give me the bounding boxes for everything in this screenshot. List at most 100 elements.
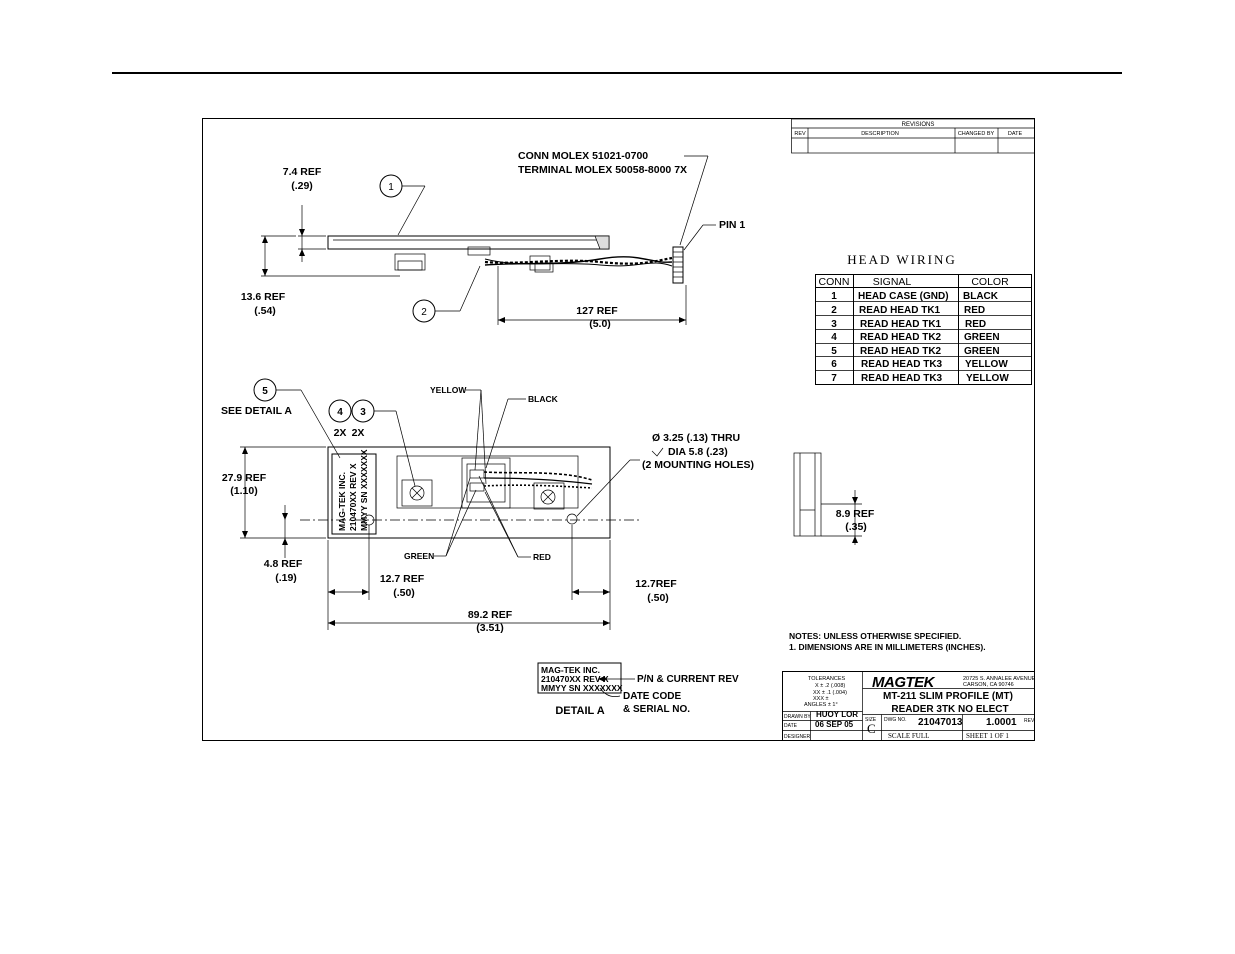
twisted-cable (484, 256, 673, 265)
dwg-no-value: 21047013 (918, 717, 963, 728)
date-label: DATE (784, 723, 798, 729)
drawing-title-2: READER 3TK NO ELECT (891, 704, 1008, 715)
wiring-row-signal: READ HEAD TK3 (861, 359, 943, 370)
head-wiring-table: HEAD WIRING CONN SIGNAL COLOR 1 HEAD CAS… (815, 252, 1032, 385)
balloon-3-label: 3 (360, 407, 366, 418)
wire-red-label: RED (533, 552, 551, 562)
detail-line-1: MAG-TEK INC. (541, 665, 600, 675)
wiring-row-conn: 5 (831, 346, 837, 357)
detail-a: MAG-TEK INC. 210470XX REV X MMYY SN XXXX… (537, 662, 739, 717)
dim-127-inch: (5.0) (589, 318, 611, 330)
serial-label (331, 453, 377, 535)
drawing-border (202, 118, 1035, 741)
wiring-header-signal: SIGNAL (873, 276, 912, 288)
wiring-row-conn: 6 (831, 359, 837, 370)
dim-8-9-ref: 8.9 REF (836, 508, 875, 520)
title-block: TOLERANCES X ± .2 (.008) XX ± .1 (.004) … (782, 671, 1036, 741)
dim-27-9-ref: 27.9 REF (222, 472, 267, 484)
page-header-rule (112, 72, 1122, 74)
dim-4-8-ref: 4.8 REF (264, 558, 303, 570)
wire-black-label: BLACK (528, 394, 559, 404)
dim-127-ref: 127 REF (576, 305, 618, 317)
dwg-no-label: DWG NO. (884, 717, 907, 723)
wiring-row-conn: 2 (831, 305, 837, 316)
designer-label: DESIGNER (784, 734, 811, 740)
tolerances-label: TOLERANCES (808, 676, 846, 682)
head-wiring-title: HEAD WIRING (847, 252, 957, 267)
dim-7-4-ref: 7.4 REF (283, 166, 322, 178)
screw-left (409, 485, 425, 501)
dim-27-9-inch: (1.10) (230, 485, 257, 497)
dim-13-6-ref: 13.6 REF (241, 291, 286, 303)
mounting-plate (327, 446, 611, 539)
dim-12-7-left-inch: (.50) (393, 587, 415, 599)
revisions-title: REVISIONS (902, 122, 935, 128)
revisions-col-rev: REV (794, 131, 806, 137)
connector-note-1: CONN MOLEX 51021-0700 (518, 150, 648, 162)
wiring-row-color: YELLOW (966, 373, 1009, 384)
wiring-row-conn: 3 (831, 319, 837, 330)
size-value: C (867, 721, 876, 736)
balloon-2-label: 2 (421, 307, 427, 318)
mounting-hole-right (566, 513, 578, 525)
wiring-row-signal: READ HEAD TK1 (860, 319, 942, 330)
notes-line-2: 1. DIMENSIONS ARE IN MILLIMETERS (INCHES… (789, 642, 986, 652)
revisions-col-changed-by: CHANGED BY (958, 131, 995, 137)
wiring-row-color: YELLOW (965, 359, 1008, 370)
serial-label-line2: 210470XX REV X (348, 463, 358, 531)
front-view: MAG-TEK INC. 210470XX REV X MMYY SN XXXX… (221, 378, 754, 634)
balloon-4-label: 4 (337, 407, 343, 418)
date-value: 06 SEP 05 (815, 720, 854, 729)
wiring-row-color: RED (964, 305, 985, 316)
wiring-row-color: GREEN (964, 332, 1000, 343)
balloon-4 (328, 399, 352, 423)
wiring-row-signal: READ HEAD TK2 (860, 332, 942, 343)
screw-right (540, 489, 556, 505)
tolerance-4: ANGLES ± 1° (804, 702, 838, 708)
wiring-header-conn: CONN (819, 276, 850, 288)
balloon-1-label: 1 (388, 182, 394, 193)
dim-89-2-ref: 89.2 REF (468, 609, 513, 621)
wiring-row-conn: 4 (831, 332, 837, 343)
dim-12-7-right-inch: (.50) (647, 592, 669, 604)
rev-no-value: 1.0001 (986, 717, 1017, 728)
notes-line-1: NOTES: UNLESS OTHERWISE SPECIFIED. (789, 631, 961, 641)
detail-line-2: 210470XX REV X (541, 674, 609, 684)
wiring-row-signal: HEAD CASE (GND) (858, 291, 949, 302)
molex-connector (672, 246, 684, 284)
wiring-row-signal: READ HEAD TK2 (860, 346, 942, 357)
serial-label-line1: MAG-TEK INC. (337, 472, 347, 531)
scale-value: SCALE FULL (888, 732, 929, 740)
wiring-row-conn: 7 (831, 373, 837, 384)
connector-note-2: TERMINAL MOLEX 50058-8000 7X (518, 164, 687, 176)
drawn-by-value: HUOY LOR (816, 710, 858, 719)
drawing-title-1: MT-211 SLIM PROFILE (MT) (883, 691, 1013, 702)
balloon-3-qty: 2X (352, 427, 365, 439)
company-address-2: CARSON, CA 90746 (963, 682, 1014, 688)
balloon-4-qty: 2X (334, 427, 347, 439)
wiring-row-color: BLACK (963, 291, 999, 302)
dim-89-2-inch: (3.51) (476, 622, 503, 634)
dim-8-9-inch: (.35) (845, 521, 867, 533)
rev-label: REV (1024, 718, 1035, 724)
wiring-row-signal: READ HEAD TK3 (861, 373, 943, 384)
detail-a-title: DETAIL A (555, 705, 604, 717)
revisions-col-date: DATE (1008, 131, 1023, 137)
size-label: SIZE (865, 717, 877, 723)
hole-note-2: DIA 5.8 (.23) (668, 446, 728, 458)
wiring-row-color: RED (965, 319, 986, 330)
hole-note-3: (2 MOUNTING HOLES) (642, 459, 754, 471)
tolerance-2: XX ± .1 (.004) (813, 690, 847, 696)
see-detail-a: SEE DETAIL A (221, 405, 292, 417)
drawn-by-label: DRAWN BY (784, 714, 811, 720)
wiring-header-color: COLOR (971, 276, 1009, 288)
wire-yellow-label: YELLOW (430, 385, 467, 395)
dim-7-4-inch: (.29) (291, 180, 313, 192)
serial-label-line3: MMYY SN XXXXXXX (359, 449, 369, 531)
hole-note-1: Ø 3.25 (.13) THRU (652, 432, 740, 444)
wire-green-label: GREEN (404, 551, 434, 561)
revisions-block: REVISIONS REV DESCRIPTION CHANGED BY DAT… (791, 118, 1035, 154)
company-address-1: 20725 S. ANNALEE AVENUE (963, 676, 1036, 682)
end-view: 8.9 REF (.35) (793, 452, 875, 545)
